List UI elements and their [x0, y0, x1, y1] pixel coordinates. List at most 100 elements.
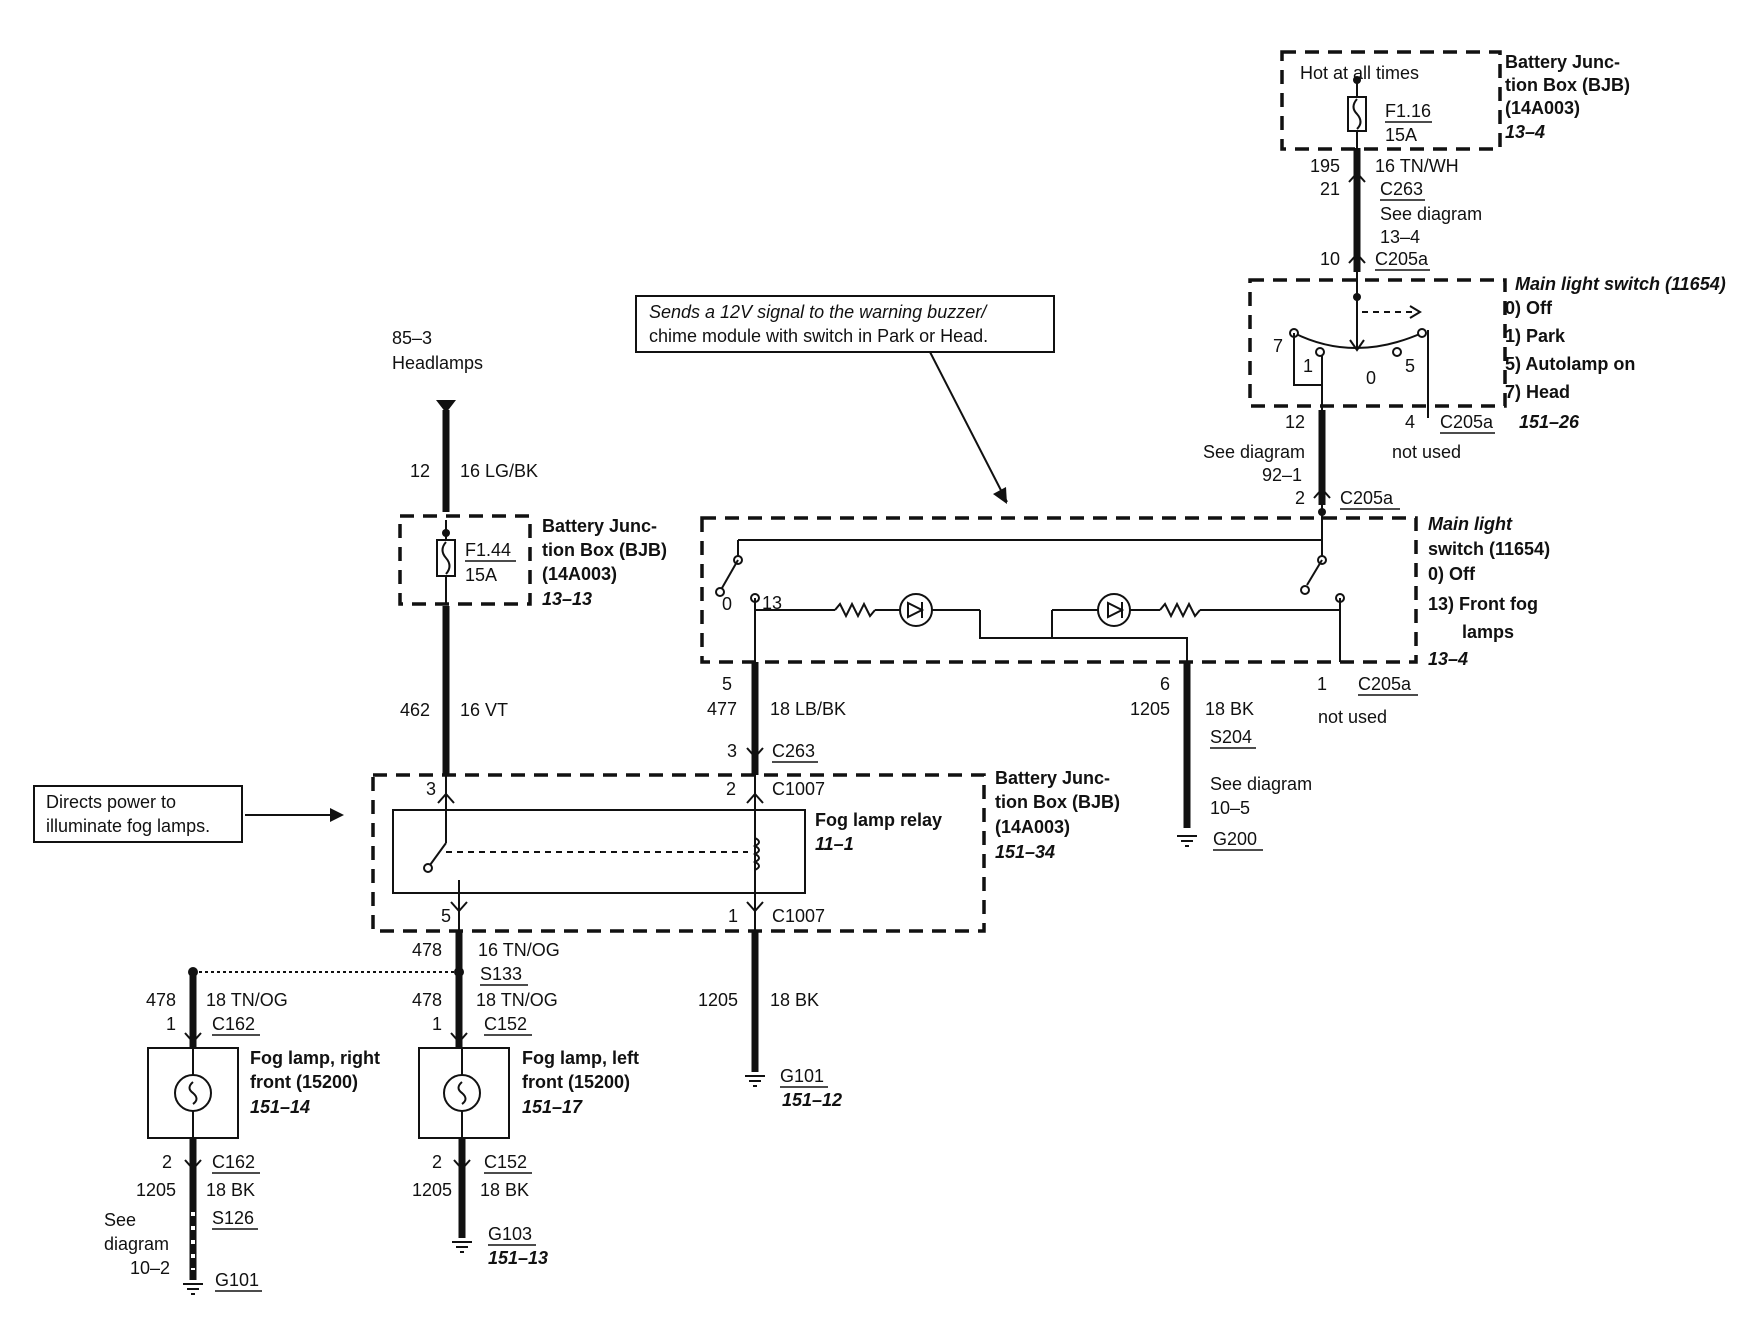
switch-top-pin-4: 4 [1405, 412, 1415, 432]
fog-left-connector: C152 [484, 1014, 527, 1034]
wire-477-circuit: 477 [707, 699, 737, 719]
headlamps-ref: 85–3 [392, 328, 432, 348]
switch-mid-page-ref: 13–4 [1428, 649, 1468, 669]
ground-g200-icon [1177, 835, 1197, 847]
fog-right-ground-spec: 18 BK [206, 1180, 255, 1200]
see-diagram-92-1-line2: 92–1 [1262, 465, 1302, 485]
relay-connector-top: C1007 [772, 779, 825, 799]
fog-left-pin-1: 1 [432, 1014, 442, 1034]
fog-right-ground-circuit: 1205 [136, 1180, 176, 1200]
headlamps-feed: 85–3 Headlamps 12 16 LG/BK [392, 328, 538, 512]
switch-mid-pos-13: 13 [762, 593, 782, 613]
bjb-mid-title-2: tion Box (BJB) [542, 540, 667, 560]
see-diagram-10-5-line2: 10–5 [1210, 798, 1250, 818]
wire-478-spec: 16 TN/OG [478, 940, 560, 960]
headlamps-label: Headlamps [392, 353, 483, 373]
switch-top-not-used: not used [1392, 442, 1461, 462]
switch-top-position-off: 0) Off [1505, 298, 1553, 318]
switch-top-pin-12: 12 [1285, 412, 1305, 432]
headlamps-arrow-icon [436, 400, 456, 413]
see-diagram-10-2-line2: diagram [104, 1234, 169, 1254]
c205a-pin-2: 2 [1295, 488, 1305, 508]
relay-ground-ref: 151–12 [782, 1090, 842, 1110]
fog-left-page-ref: 151–17 [522, 1097, 583, 1117]
see-diagram-10-2-line3: 10–2 [130, 1258, 170, 1278]
splice-s133: S133 [480, 964, 522, 984]
fog-right-pin-2: 2 [162, 1152, 172, 1172]
switch-top-page-ref: 151–26 [1519, 412, 1580, 432]
bjb-mid-fuse-box: F1.44 15A Battery Junc- tion Box (BJB) (… [398, 514, 667, 609]
bjb-top-title-1: Battery Junc- [1505, 52, 1620, 72]
splice-s126: S126 [212, 1208, 254, 1228]
c263-label-mid: C263 [772, 741, 815, 761]
fuse-f116-label: F1.16 [1385, 101, 1431, 121]
wire-478-circuit: 478 [412, 940, 442, 960]
switch-mid-not-used: not used [1318, 707, 1387, 727]
switch-mid-position-off: 0) Off [1428, 564, 1476, 584]
switch-mid-pin-6: 6 [1160, 674, 1170, 694]
see-diagram-13-4-line1: See diagram [1380, 204, 1482, 224]
hot-at-all-times-label: Hot at all times [1300, 63, 1419, 83]
switch-top-pos-5: 5 [1405, 356, 1415, 376]
bjb-top-title-2: tion Box (BJB) [1505, 75, 1630, 95]
fog-left-ground-spec: 18 BK [480, 1180, 529, 1200]
headlamps-spec: 16 LG/BK [460, 461, 538, 481]
wire-195-circuit: 195 [1310, 156, 1340, 176]
fog-left-connector-2: C152 [484, 1152, 527, 1172]
relay-page-ref: 11–1 [815, 834, 854, 854]
switch-mid-position-fog-2: lamps [1462, 622, 1514, 642]
fog-left-pin-2: 2 [432, 1152, 442, 1172]
relay-ground-circuit: 1205 [698, 990, 738, 1010]
relay-ground-g101: 1205 18 BK G101 151–12 [698, 931, 842, 1110]
fog-right-circuit: 478 [146, 990, 176, 1010]
wire-477-lb-bk: 477 18 LB/BK 3 C263 [707, 662, 846, 775]
note-12v-line2: chime module with switch in Park or Head… [649, 326, 988, 346]
switch-top-pos-1: 1 [1303, 356, 1313, 376]
c263-label-top: C263 [1380, 179, 1423, 199]
wire-1205-g200: 1205 18 BK S204 See diagram 10–5 G200 [1130, 662, 1312, 851]
relay-box-title-1: Battery Junc- [995, 768, 1110, 788]
note-directs-power: Directs power to illuminate fog lamps. [33, 785, 344, 843]
switch-mid-pin-5: 5 [722, 674, 732, 694]
bjb-top-title-3: (14A003) [1505, 98, 1580, 118]
switch-mid-title-2: switch (11654) [1428, 539, 1550, 559]
switch-mid-position-fog: 13) Front fog [1428, 594, 1538, 614]
indicator-lamp-2-icon [1097, 593, 1131, 627]
wire-477-spec: 18 LB/BK [770, 699, 846, 719]
switch-top-pos-7: 7 [1273, 336, 1283, 356]
fog-right-connector: C162 [212, 1014, 255, 1034]
headlamps-pin: 12 [410, 461, 430, 481]
see-diagram-13-4-line2: 13–4 [1380, 227, 1420, 247]
main-light-switch-mid: 0 13 Main light switch (11654) 0) Off 13… [700, 505, 1550, 727]
fog-lamp-right: 478 18 TN/OG 1 C162 Fog lamp, right fron… [104, 972, 380, 1295]
fog-lamp-relay-box: Fog lamp relay 11–1 Battery Junc- tion B… [371, 768, 1120, 933]
switch-top-position-autolamp: 5) Autolamp on [1505, 354, 1635, 374]
see-diagram-92-1-line1: See diagram [1203, 442, 1305, 462]
wire-1205-mid-circuit: 1205 [1130, 699, 1170, 719]
indicator-lamp-1-icon [899, 593, 933, 627]
wire-478-tn-og: 478 16 TN/OG S133 [188, 931, 560, 986]
fog-right-title-1: Fog lamp, right [250, 1048, 380, 1068]
fuse-f144-label: F1.44 [465, 540, 511, 560]
fog-lamp-left: 478 18 TN/OG 1 C152 Fog lamp, left front… [412, 972, 639, 1268]
fog-left-ground: G103 [488, 1224, 532, 1244]
fog-right-ground: G101 [215, 1270, 259, 1290]
wire-195-spec: 16 TN/WH [1375, 156, 1459, 176]
bjb-mid-title-3: (14A003) [542, 564, 617, 584]
fog-left-ground-ref: 151–13 [488, 1248, 548, 1268]
relay-pin-5: 5 [441, 906, 451, 926]
c263-pin-21: 21 [1320, 179, 1340, 199]
bjb-top-fuse-box: Hot at all times F1.16 15A Battery Junc-… [1280, 50, 1630, 151]
switch-top-connector: C205a [1440, 412, 1494, 432]
relay-connector-bottom: C1007 [772, 906, 825, 926]
wire-1205-mid-spec: 18 BK [1205, 699, 1254, 719]
fog-left-circuit: 478 [412, 990, 442, 1010]
fog-right-page-ref: 151–14 [250, 1097, 310, 1117]
ground-g103-icon [452, 1241, 472, 1253]
ground-g101-relay-icon [745, 1075, 765, 1087]
relay-coil-icon [752, 837, 760, 871]
c205a-label-mid: C205a [1340, 488, 1394, 508]
note-12v-signal: Sends a 12V signal to the warning buzzer… [635, 295, 1055, 504]
note-power-line2: illuminate fog lamps. [46, 816, 210, 836]
